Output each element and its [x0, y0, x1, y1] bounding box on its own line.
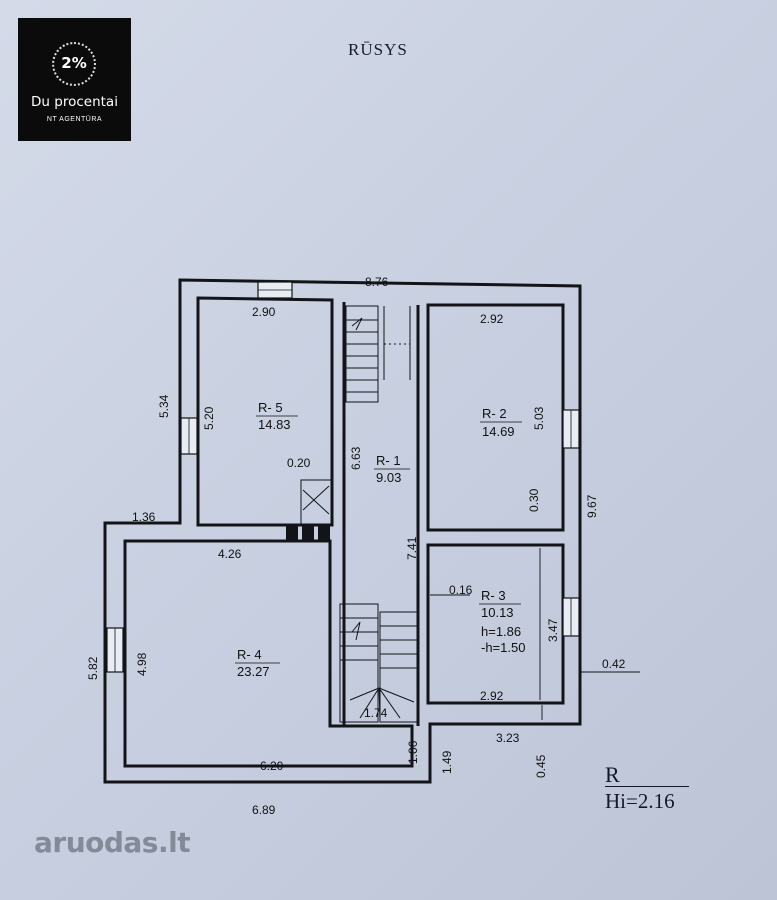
- dim-label: 5.20: [202, 406, 216, 430]
- room-r2-area: 14.69: [482, 424, 515, 439]
- room-r3-area: 10.13: [481, 605, 514, 620]
- corridor-walls: [342, 302, 420, 726]
- dim-label: 1.36: [132, 510, 156, 524]
- dim-label: 4.26: [218, 547, 242, 561]
- stairs-lower: [339, 603, 379, 723]
- aruodas-watermark: aruodas.lt: [34, 826, 191, 859]
- dim-label: 1.74: [364, 706, 388, 720]
- height-legend: R Hi=2.16: [605, 764, 689, 814]
- room-r2-id: R- 2: [482, 406, 507, 421]
- dim-label: 2.92: [480, 312, 504, 326]
- dim-label: 0.20: [287, 456, 311, 470]
- room-r4-id: R- 4: [237, 647, 262, 662]
- dim-label: 2.90: [252, 305, 276, 319]
- logo-mark-icon: 2%: [52, 42, 96, 86]
- dim-label: 1.49: [440, 750, 454, 774]
- legend-r: R: [605, 762, 620, 787]
- dim-label: 7.41: [405, 536, 419, 560]
- outer-wall: [103, 278, 582, 784]
- stairs-upper: [345, 305, 379, 403]
- dim-label: 0.45: [534, 754, 548, 778]
- dim-label: 0.42: [602, 657, 626, 671]
- room-r3-neg-height: -h=1.50: [481, 640, 525, 655]
- room-r4-walls: [123, 539, 414, 768]
- dim-label: 5.34: [157, 394, 171, 418]
- chimney-shaft: [300, 479, 332, 525]
- dim-label: 3.47: [546, 618, 560, 642]
- agency-logo: 2% Du procentai NT AGENTŪRA: [18, 18, 131, 141]
- room-r4-area: 23.27: [237, 664, 270, 679]
- dim-label: 6.20: [260, 759, 284, 773]
- dim-label: 6.63: [349, 446, 363, 470]
- dim-label: 1.06: [406, 740, 420, 764]
- logo-subtitle: NT AGENTŪRA: [46, 116, 103, 123]
- room-r3-walls: [426, 543, 565, 705]
- room-r3-height: h=1.86: [481, 624, 521, 639]
- room-r5-area: 14.83: [258, 417, 291, 432]
- dim-label: 0.30: [527, 488, 541, 512]
- dim-label: 9.67: [585, 494, 599, 518]
- logo-name: Du procentai: [31, 94, 118, 110]
- dim-label: 5.03: [532, 406, 546, 430]
- room-r3-id: R- 3: [481, 588, 506, 603]
- dim-label: 2.92: [480, 689, 504, 703]
- room-r1-id: R- 1: [376, 453, 401, 468]
- dim-label: 6.89: [252, 803, 276, 817]
- dim-label: 5.82: [86, 656, 100, 680]
- dim-label: 8.76: [365, 275, 389, 289]
- dim-label: 4.98: [135, 652, 149, 676]
- room-r2-walls: [426, 303, 565, 532]
- plan-title: RŪSYS: [348, 40, 408, 59]
- dim-label: 0.16: [449, 583, 473, 597]
- inner-wall-outline: [196, 296, 334, 527]
- room-r1-area: 9.03: [376, 470, 401, 485]
- dim-label: 3.23: [496, 731, 520, 745]
- room-r5-id: R- 5: [258, 400, 283, 415]
- legend-hi: Hi=2.16: [605, 786, 689, 814]
